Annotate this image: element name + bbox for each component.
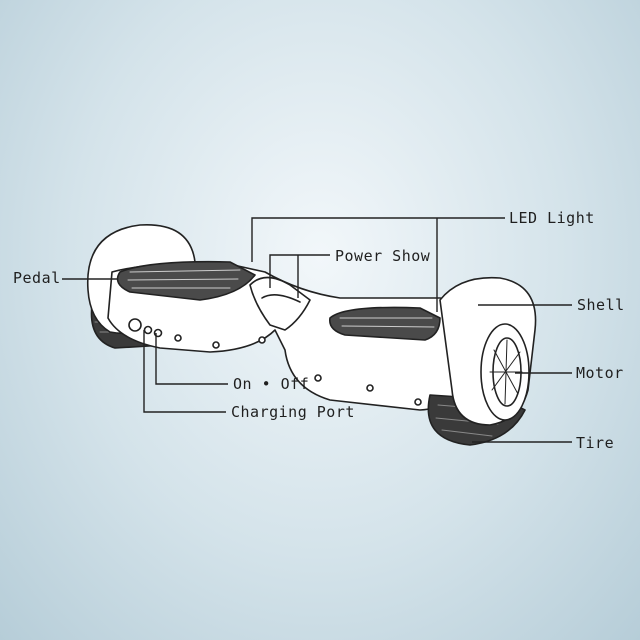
hoverboard-illustration bbox=[86, 224, 537, 446]
screw-hole-1 bbox=[174, 334, 182, 342]
screw-hole-5 bbox=[366, 384, 374, 392]
power-button bbox=[128, 318, 142, 332]
label-pedal: Pedal bbox=[13, 269, 61, 287]
label-power-show: Power Show bbox=[335, 247, 431, 265]
leader-lines bbox=[62, 217, 572, 443]
leader-charging-port bbox=[143, 330, 226, 413]
button-hole-2 bbox=[143, 325, 153, 335]
leader-led-light bbox=[251, 217, 505, 262]
screw-hole-4 bbox=[314, 374, 322, 382]
label-on-off: On • Off bbox=[233, 375, 310, 393]
label-charging-port: Charging Port bbox=[231, 403, 355, 421]
leader-on-off bbox=[155, 333, 228, 385]
label-motor: Motor bbox=[576, 364, 624, 382]
screw-hole-6 bbox=[414, 398, 422, 406]
label-led-light: LED Light bbox=[509, 209, 595, 227]
center-joint bbox=[249, 276, 311, 331]
label-shell: Shell bbox=[577, 296, 625, 314]
screw-hole-2 bbox=[212, 341, 220, 349]
screw-hole-3 bbox=[258, 336, 266, 344]
label-tire: Tire bbox=[576, 434, 615, 452]
leader-power-show bbox=[269, 254, 330, 288]
right-pedal-pad bbox=[328, 306, 441, 341]
